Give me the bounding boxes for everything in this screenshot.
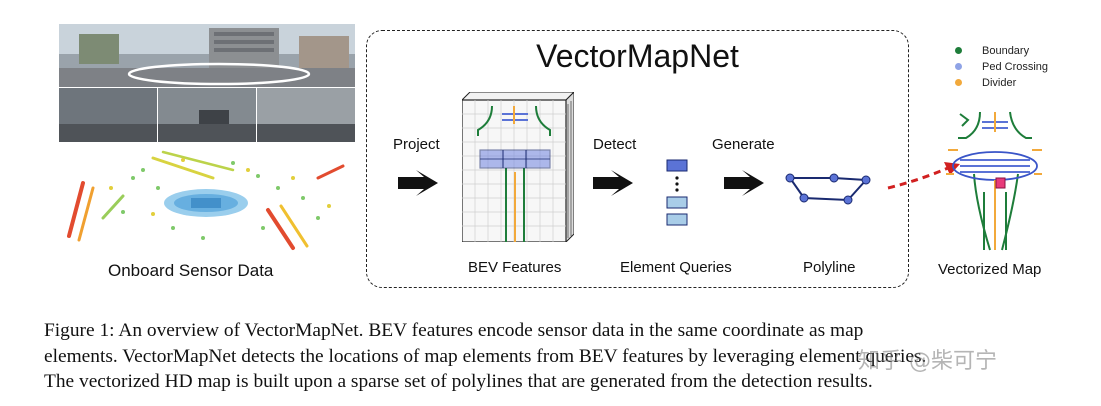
watermark: 知乎 @柴可宁 bbox=[858, 349, 997, 374]
lidar-point-cloud bbox=[63, 148, 353, 256]
element-queries-label: Element Queries bbox=[620, 259, 732, 276]
project-label: Project bbox=[393, 136, 440, 153]
polyline-icon bbox=[782, 170, 874, 211]
camera-images bbox=[59, 24, 355, 142]
pipeline-box bbox=[366, 30, 909, 288]
generate-label: Generate bbox=[712, 136, 775, 153]
legend-ped-crossing-label: Ped Crossing bbox=[982, 61, 1049, 73]
divider-dot-icon bbox=[955, 79, 962, 86]
boundary-dot-icon bbox=[955, 47, 962, 54]
detect-label: Detect bbox=[593, 136, 637, 153]
legend-divider-label: Divider bbox=[982, 77, 1017, 89]
sensor-data-label: Onboard Sensor Data bbox=[108, 261, 274, 280]
detect-arrow-icon bbox=[593, 170, 633, 201]
caption-line-2: elements. VectorMapNet detects the locat… bbox=[44, 345, 927, 367]
vectorized-map bbox=[940, 104, 1050, 254]
bev-features-label: BEV Features bbox=[468, 259, 562, 276]
generate-arrow-icon bbox=[724, 170, 764, 201]
bev-features-grid bbox=[460, 90, 576, 244]
map-legend: Boundary Ped Crossing Divider bbox=[955, 44, 1095, 94]
vectorized-map-label: Vectorized Map bbox=[938, 261, 1042, 278]
polyline-label: Polyline bbox=[803, 259, 856, 276]
project-arrow-icon bbox=[398, 170, 438, 201]
caption-line-3: The vectorized HD map is built upon a sp… bbox=[44, 371, 873, 392]
figure-title: VectorMapNet bbox=[536, 38, 739, 74]
element-queries-icon bbox=[666, 159, 690, 236]
ped-crossing-dot-icon bbox=[955, 63, 962, 70]
output-arrow-icon bbox=[886, 160, 962, 197]
legend-boundary-label: Boundary bbox=[982, 45, 1030, 57]
figure-caption: Figure 1: An overview of VectorMapNet. B… bbox=[44, 318, 1074, 395]
caption-line-1: Figure 1: An overview of VectorMapNet. B… bbox=[44, 320, 864, 341]
